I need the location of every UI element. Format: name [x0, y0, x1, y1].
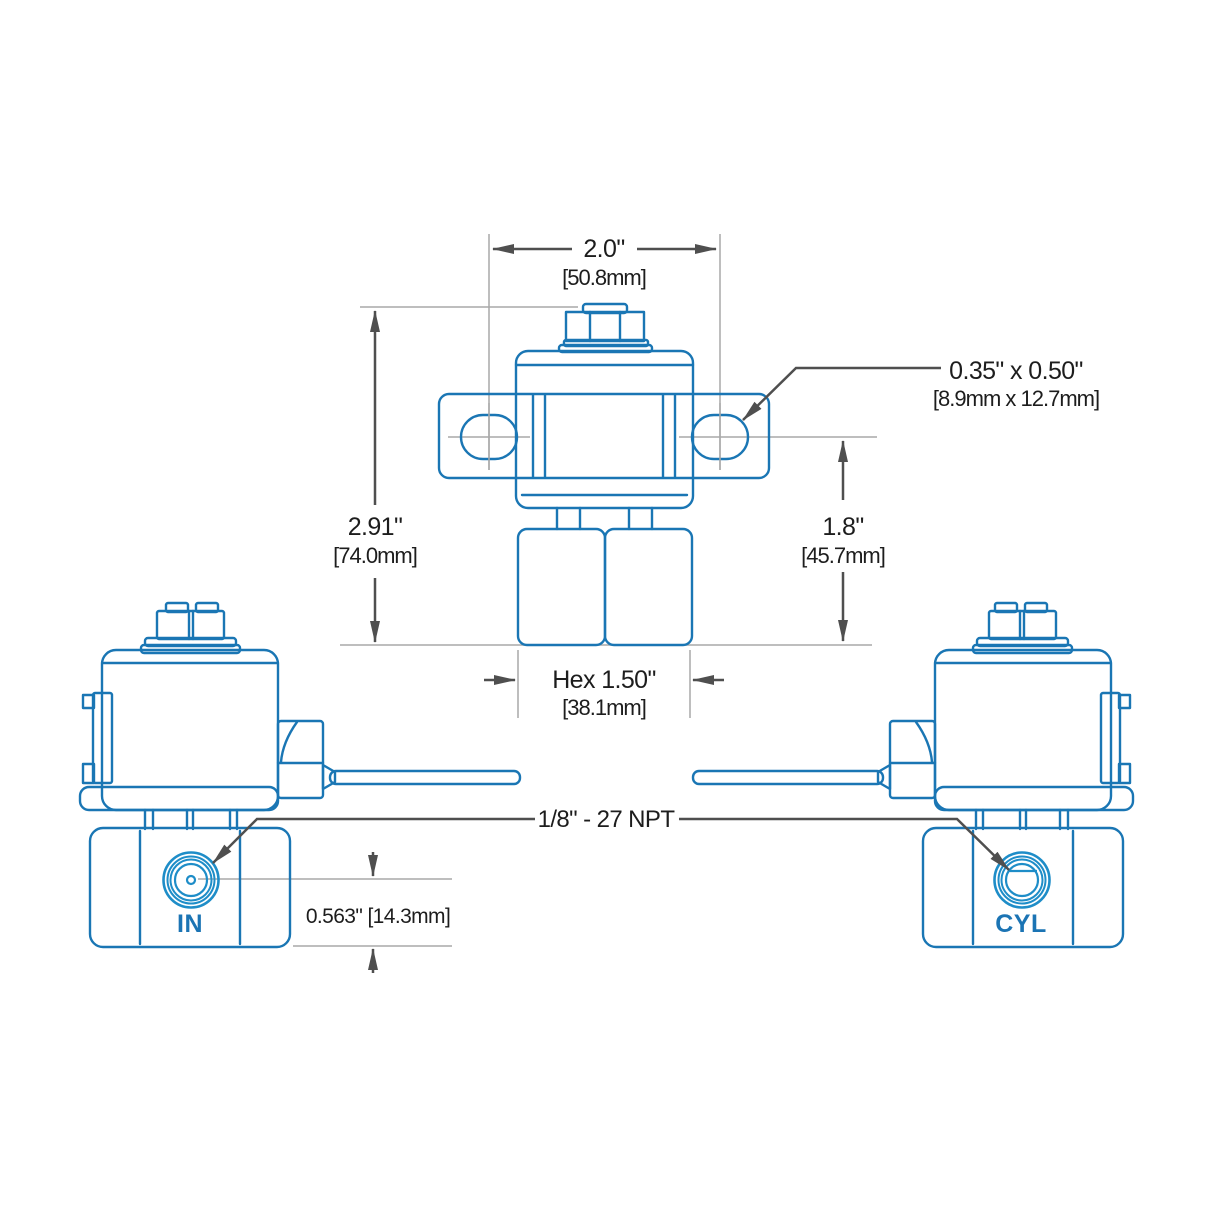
hex-body-right-facet [603, 527, 694, 647]
width-dim-inches: 2.0" [583, 235, 624, 263]
left-side-view: 0.563" [14.3mm] IN [78, 601, 522, 973]
port-offset-dim: 0.563" [14.3mm] [306, 905, 450, 928]
cylinder-port-label: CYL [995, 910, 1047, 938]
front-valve-outline [437, 302, 771, 647]
hex-body-left-facet [516, 527, 607, 647]
slot-dim-inches: 0.35" x 0.50" [949, 357, 1083, 385]
thread-label: 1/8" - 27 NPT [538, 806, 676, 833]
inlet-leader-line [212, 817, 535, 864]
thread-callout: 1/8" - 27 NPT [212, 806, 1010, 871]
slot-dim-mm: [8.9mm x 12.7mm] [933, 386, 1099, 411]
mounting-bracket [437, 392, 771, 480]
height-dim-mm: [74.0mm] [333, 543, 417, 568]
cylinder-leader-line [679, 817, 1010, 871]
bracket-dim-inches: 1.8" [822, 513, 863, 541]
hex-dim-inches: Hex 1.50" [552, 666, 656, 694]
slot-leader-line [742, 366, 941, 421]
front-view: 2.0" [50.8mm] 2.91" [74.0mm] 1.8" [45.7m… [333, 234, 1100, 720]
inlet-port-center [185, 874, 197, 886]
width-dim-mm: [50.8mm] [562, 265, 646, 290]
right-side-view: CYL [691, 601, 1135, 949]
extension-lines [340, 234, 877, 718]
bracket-dim-mm: [45.7mm] [801, 543, 885, 568]
front-hex-nut [564, 310, 646, 343]
dimension-lines [370, 244, 941, 685]
front-coil-body [514, 349, 695, 510]
height-dim-inches: 2.91" [348, 513, 403, 541]
hex-dim-mm: [38.1mm] [562, 695, 646, 720]
inlet-port-label: IN [177, 910, 203, 938]
